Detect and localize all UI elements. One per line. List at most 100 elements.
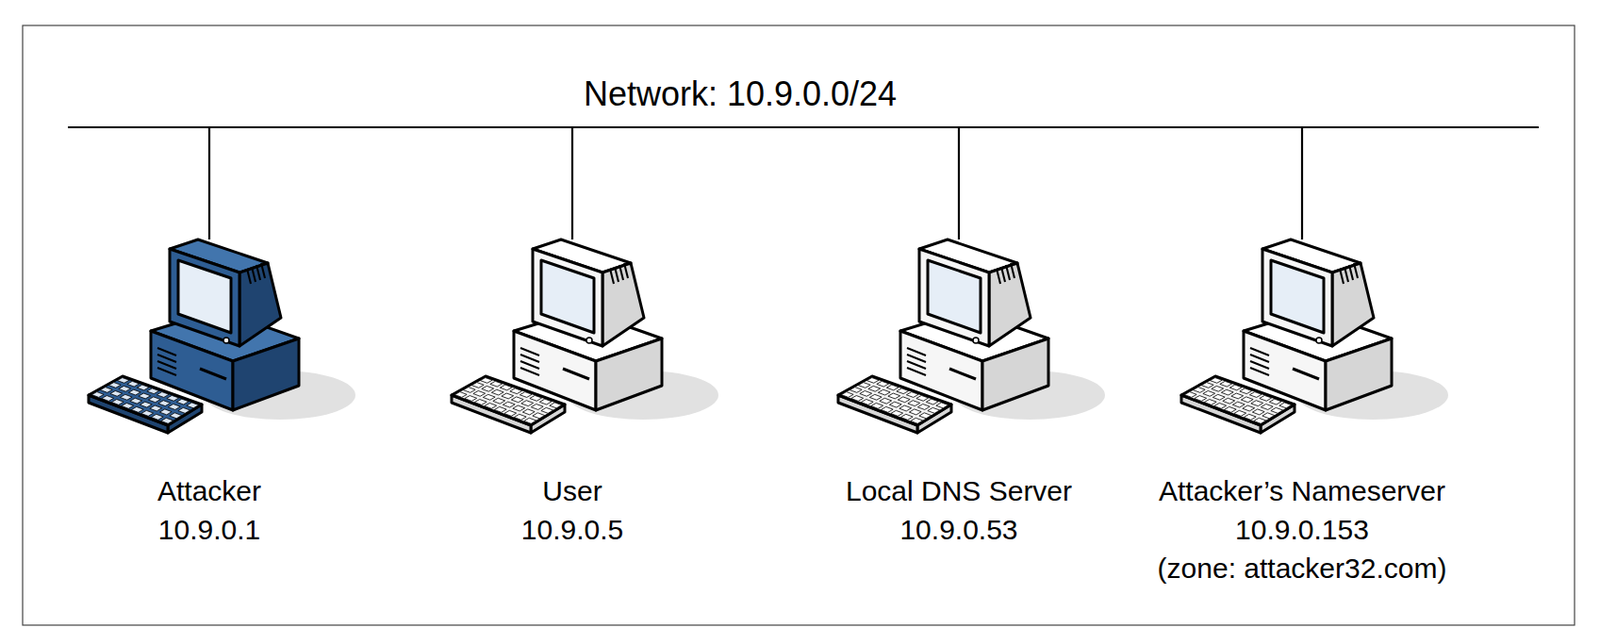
- vent-line: [907, 354, 926, 363]
- keyboard-key: [1232, 401, 1245, 408]
- keyboard-key: [512, 405, 526, 412]
- computer-icon: [838, 239, 1106, 433]
- vent-line: [157, 354, 177, 363]
- keyboard-key: [936, 402, 949, 409]
- monitor-side: [1332, 263, 1374, 347]
- keyboard-key: [1203, 390, 1216, 396]
- vent-line: [619, 264, 624, 281]
- keyboard-key: [99, 387, 113, 394]
- keyboard-key: [139, 401, 152, 408]
- keyboard-key: [462, 387, 476, 394]
- keyboard-key: [494, 406, 507, 413]
- keyboard-key: [1211, 385, 1224, 392]
- keyboard-key: [490, 380, 503, 387]
- keyboard-key: [859, 390, 873, 396]
- keyboard-key: [474, 398, 487, 405]
- keyboard-key: [849, 387, 862, 394]
- vent-line: [256, 264, 261, 281]
- keyboard-key: [1240, 396, 1254, 403]
- keyboard-key: [917, 404, 930, 411]
- vent-line: [261, 263, 265, 279]
- keyboard-key: [101, 395, 115, 402]
- keyboard-key: [484, 402, 497, 409]
- keyboard-key: [1212, 394, 1225, 400]
- keyboard-key: [539, 398, 552, 405]
- keyboard-key: [1229, 384, 1242, 391]
- keyboard-key: [166, 395, 180, 401]
- keyboard-key: [1243, 413, 1256, 420]
- keyboard-key: [919, 412, 932, 419]
- drive-slot: [949, 368, 976, 380]
- keyboard-key: [108, 382, 121, 389]
- power-dot: [223, 337, 230, 344]
- vent-line: [520, 367, 540, 376]
- keyboard-top: [1181, 376, 1295, 426]
- keyboard-key: [871, 402, 884, 409]
- base-side: [982, 338, 1049, 411]
- keyboard-key: [510, 388, 523, 395]
- keyboard-key: [899, 405, 912, 412]
- keyboard-key: [91, 392, 104, 398]
- computer-node: User10.9.0.5: [521, 471, 624, 549]
- keyboard-key: [519, 392, 532, 398]
- keyboard-key: [841, 392, 854, 398]
- keyboard-key: [916, 395, 929, 401]
- node-label: 10.9.0.153: [1157, 510, 1448, 549]
- vent-line: [1250, 361, 1270, 369]
- computer-icon: [88, 239, 356, 433]
- keyboard-key: [1270, 407, 1284, 413]
- network-title: Network: 10.9.0.0/24: [583, 74, 897, 115]
- monitor-screen: [927, 260, 981, 333]
- computer-icon: [1181, 239, 1449, 433]
- keyboard-key: [1231, 393, 1244, 399]
- keyboard-key: [167, 404, 181, 411]
- keyboard-key: [178, 407, 191, 413]
- vent-line: [1001, 266, 1006, 282]
- keyboard-key: [1242, 405, 1255, 412]
- keyboard-key: [161, 417, 174, 424]
- network-drop: [571, 127, 574, 240]
- keyboard-key: [1201, 382, 1214, 389]
- power-dot: [586, 337, 593, 344]
- vent-line: [907, 361, 926, 369]
- vent-line: [996, 268, 1001, 284]
- keyboard-key: [148, 396, 161, 403]
- keyboard-key: [149, 405, 163, 412]
- keyboard-key: [879, 397, 892, 404]
- vent-line: [1250, 367, 1270, 376]
- vent-line: [251, 266, 256, 282]
- keyboard-key: [504, 410, 517, 416]
- keyboard-key: [1252, 409, 1265, 415]
- keyboard-key: [156, 392, 169, 398]
- keyboard-key: [118, 385, 132, 392]
- vent-line: [157, 367, 177, 376]
- keyboard-key: [851, 395, 864, 402]
- computer-node: Local DNS Server10.9.0.53: [845, 471, 1073, 549]
- vent-line: [1339, 268, 1344, 284]
- vent-line: [907, 367, 926, 376]
- keyboard-key: [136, 384, 149, 391]
- keyboard-key: [900, 413, 913, 420]
- network-drop: [1301, 127, 1304, 240]
- keyboard-key: [169, 412, 182, 419]
- keyboard-key: [158, 400, 171, 407]
- vent-line: [614, 266, 619, 282]
- keyboard-key: [511, 396, 524, 403]
- keyboard-key: [1223, 406, 1237, 413]
- keyboard-key: [530, 404, 544, 411]
- keyboard-key: [1222, 397, 1236, 404]
- keyboard-key: [857, 382, 871, 389]
- keyboard-key: [128, 389, 141, 396]
- keyboard-key: [473, 390, 486, 396]
- keyboard-key: [880, 406, 893, 413]
- keyboard-key: [866, 378, 879, 384]
- keyboard-key: [491, 389, 504, 396]
- vent-line: [1010, 263, 1015, 279]
- keyboard-key: [1260, 404, 1273, 411]
- computer-node: Attacker’s Nameserver10.9.0.153(zone: at…: [1157, 471, 1448, 588]
- keyboard-key: [869, 394, 882, 400]
- keyboard-key: [131, 406, 144, 413]
- node-label: Local DNS Server: [845, 471, 1073, 511]
- keyboard-key: [454, 392, 467, 398]
- monitor-side: [239, 263, 281, 347]
